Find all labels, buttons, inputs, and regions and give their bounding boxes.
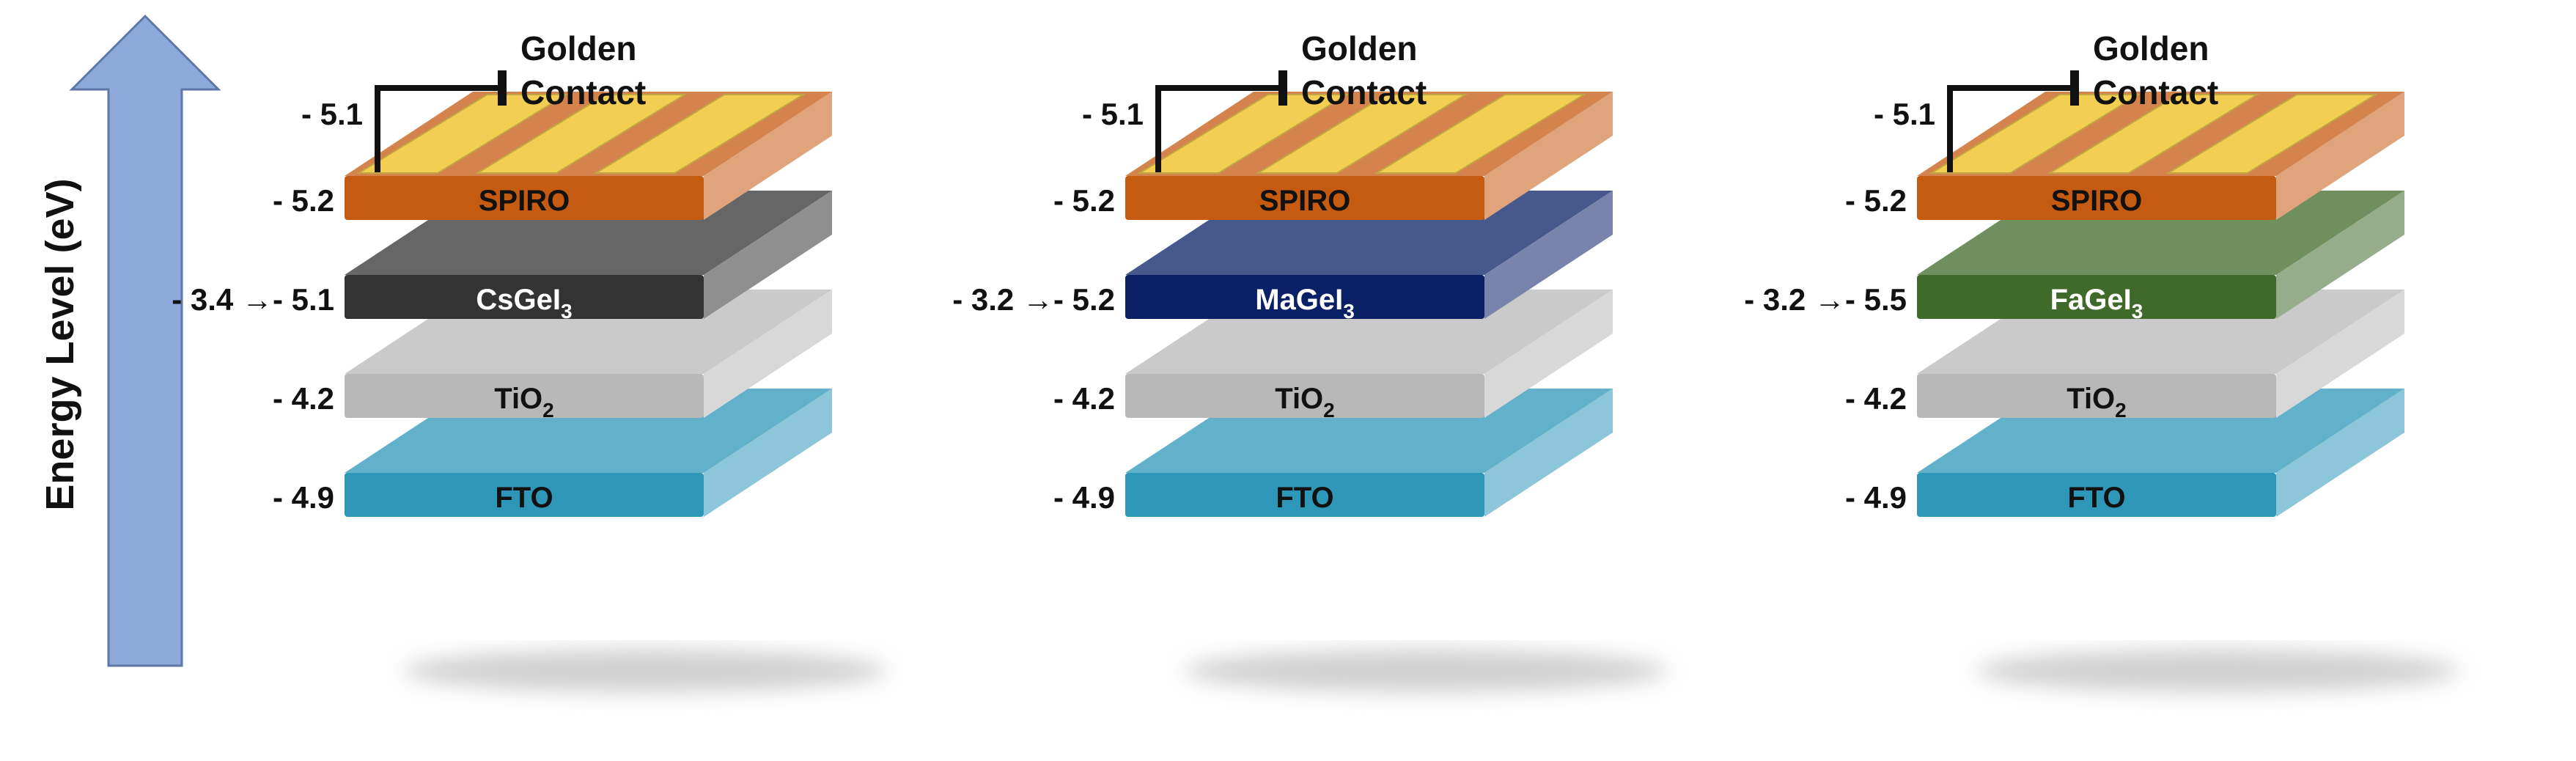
layer-name: SPIRO xyxy=(1259,185,1350,217)
layer-side-face xyxy=(704,92,832,220)
energy-level-label: - 5.2 xyxy=(1053,183,1115,218)
layer-name: FTO xyxy=(1276,482,1333,514)
layer-name: TiO2 xyxy=(1275,383,1335,422)
layer-side-face xyxy=(704,389,832,517)
layer-front-face xyxy=(1125,473,1484,517)
energy-level-label: - 3.2 →- 5.2 xyxy=(952,282,1115,317)
energy-level-label: - 3.2 →- 5.5 xyxy=(1744,282,1907,317)
layer-front-face xyxy=(345,176,704,220)
layer-spiro: SPIRO - 5.2 xyxy=(1053,92,1613,220)
layer-name: SPIRO xyxy=(2051,185,2142,217)
energy-level-label: - 4.2 xyxy=(1053,381,1115,416)
energy-level-label: - 4.9 xyxy=(1053,480,1115,515)
contact-energy-level: - 5.1 xyxy=(1874,97,1935,131)
layer-front-face xyxy=(1917,473,2276,517)
stack-shadow xyxy=(1184,649,1668,693)
contact-label-line2: Contact xyxy=(1301,73,1427,111)
layer-front-face xyxy=(1125,374,1484,418)
layer-spiro: SPIRO - 5.2 xyxy=(1845,92,2404,220)
energy-level-label: - 5.2 xyxy=(273,183,334,218)
layer-front-face xyxy=(1125,176,1484,220)
contact-label-line2: Contact xyxy=(520,73,646,111)
axis-label: Energy Level (eV) xyxy=(38,178,82,510)
energy-level-label: - 5.2 xyxy=(1845,183,1907,218)
contact-label-line2: Contact xyxy=(2093,73,2218,111)
energy-level-label: - 3.4 →- 5.1 xyxy=(172,282,334,317)
device-stack-1: FTO - 4.9 TiO2 - 4.2 CsGeI3 - 3.4 →- 5.1 SPIRO… xyxy=(172,29,887,693)
contact-energy-level: - 5.1 xyxy=(301,97,363,131)
layer-name: FaGeI3 xyxy=(2050,284,2143,323)
layer-name: FTO xyxy=(2067,482,2125,514)
contact-energy-level: - 5.1 xyxy=(1082,97,1144,131)
gold-contact-stripes xyxy=(356,94,806,174)
layer-name: TiO2 xyxy=(494,383,554,422)
layer-side-face xyxy=(2276,389,2404,517)
stack-shadow xyxy=(1976,649,2459,693)
device-stack-2: FTO - 4.9 TiO2 - 4.2 MaGeI3 - 3.2 →- 5.2 SPIRO… xyxy=(952,29,1668,693)
layer-side-face xyxy=(2276,92,2404,220)
layer-front-face xyxy=(345,473,704,517)
contact-wire xyxy=(1155,85,1283,172)
gold-stripe xyxy=(593,94,806,174)
layer-side-face xyxy=(1484,290,1613,418)
contact-wire xyxy=(375,85,502,172)
gold-stripe xyxy=(1255,94,1468,174)
contact-wire xyxy=(1947,85,2075,172)
layer-spiro: SPIRO - 5.2 xyxy=(273,92,832,220)
energy-arrow xyxy=(69,14,221,667)
contact-label-line1: Golden xyxy=(520,29,636,67)
gold-stripe xyxy=(474,94,688,174)
layer-side-face xyxy=(1484,191,1613,319)
layer-side-face xyxy=(1484,389,1613,517)
layer-side-face xyxy=(704,191,832,319)
layer-front-face xyxy=(1917,275,2276,319)
layer-name: MaGeI3 xyxy=(1255,284,1355,323)
energy-level-label: - 4.9 xyxy=(273,480,334,515)
layer-side-face xyxy=(704,290,832,418)
layer-front-face xyxy=(1917,374,2276,418)
layer-front-face xyxy=(1917,176,2276,220)
gold-stripe xyxy=(356,94,569,174)
gold-contact-stripes xyxy=(1137,94,1587,174)
energy-level-label: - 4.2 xyxy=(1845,381,1907,416)
energy-level-label: - 4.9 xyxy=(1845,480,1907,515)
layer-name: FTO xyxy=(495,482,553,514)
layer-name: CsGeI3 xyxy=(476,284,572,323)
layer-side-face xyxy=(2276,191,2404,319)
layer-front-face xyxy=(345,275,704,319)
gold-stripe xyxy=(1374,94,1587,174)
layer-front-face xyxy=(1125,275,1484,319)
energy-level-label: - 4.2 xyxy=(273,381,334,416)
layer-fto: FTO - 4.9 xyxy=(1053,389,1613,517)
layer-front-face xyxy=(345,374,704,418)
gold-stripe xyxy=(2047,94,2260,174)
device-stack-3: FTO - 4.9 TiO2 - 4.2 FaGeI3 - 3.2 →- 5.5 SPIRO… xyxy=(1744,29,2459,693)
contact-label-line1: Golden xyxy=(1301,29,1417,67)
layer-side-face xyxy=(1484,92,1613,220)
layer-name: SPIRO xyxy=(479,185,570,217)
layer-name: TiO2 xyxy=(2067,383,2127,422)
contact-label-line1: Golden xyxy=(2093,29,2209,67)
gold-stripe xyxy=(1137,94,1350,174)
gold-contact-stripes xyxy=(1929,94,2379,174)
layer-side-face xyxy=(2276,290,2404,418)
stack-shadow xyxy=(403,649,887,693)
gold-stripe xyxy=(1929,94,2141,174)
gold-stripe xyxy=(2165,94,2379,174)
